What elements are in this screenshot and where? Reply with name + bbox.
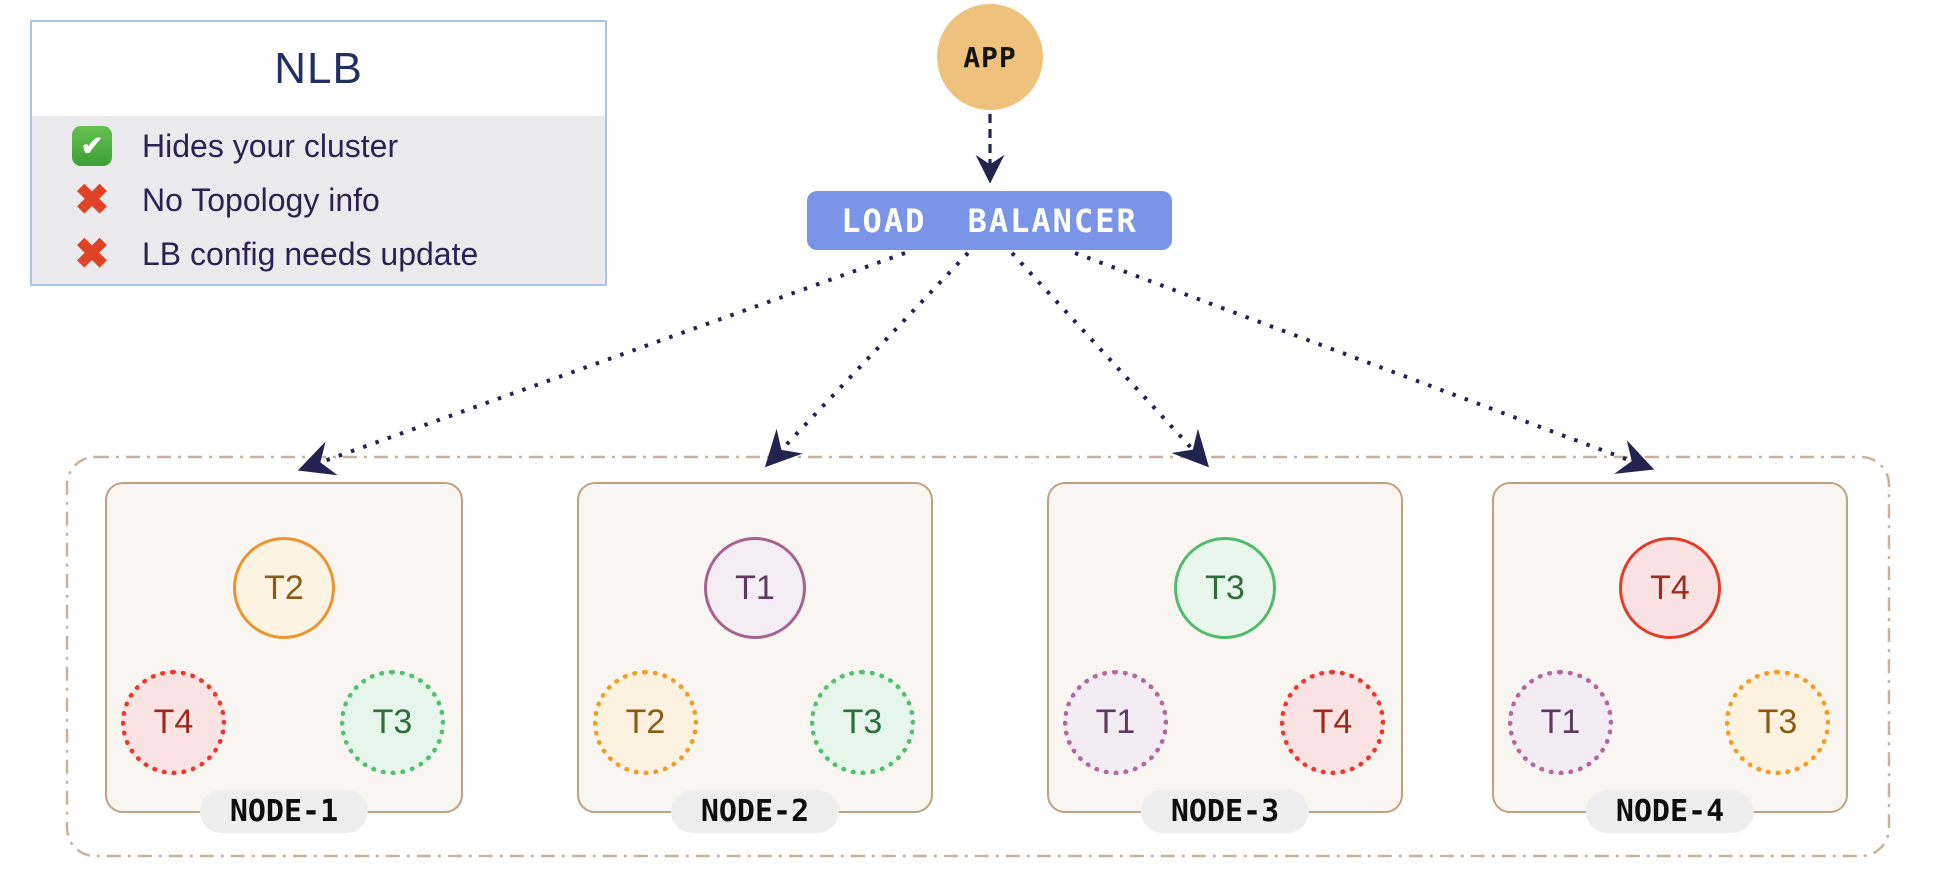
node-label: NODE-3	[1140, 790, 1310, 833]
nlb-card-header: NLB	[32, 22, 605, 116]
node-label: NODE-1	[199, 790, 369, 833]
node-label: NODE-2	[670, 790, 840, 833]
info-item-text: LB config needs update	[142, 235, 479, 272]
list-item: ✖ No Topology info	[32, 173, 605, 227]
arrow-lb-to-node-4	[1074, 251, 1655, 474]
nlb-card-title: NLB	[274, 44, 363, 93]
pod-circle: T4	[1619, 537, 1721, 639]
pod-circle: T3	[1174, 537, 1276, 639]
info-item-text: No Topology info	[142, 181, 380, 218]
pod-circle: T3	[340, 670, 445, 775]
node-box-4: T4 T1 T3 NODE-4	[1492, 482, 1848, 833]
node-box-2: T1 T2 T3 NODE-2	[577, 482, 933, 833]
arrow-lb-to-node-2	[764, 251, 970, 468]
node-box-3: T3 T1 T4 NODE-3	[1047, 482, 1403, 833]
nlb-info-card: NLB ✔ Hides your cluster ✖ No Topology i…	[30, 20, 607, 286]
pod-circle: T3	[810, 670, 915, 775]
pod-circle: T1	[704, 537, 806, 639]
pod-circle: T2	[593, 670, 698, 775]
info-item-text: Hides your cluster	[142, 127, 399, 164]
nlb-card-body: ✔ Hides your cluster ✖ No Topology info …	[32, 116, 605, 284]
app-node: APP	[937, 4, 1043, 110]
pod-circle: T3	[1725, 670, 1830, 775]
load-balancer: LOAD BALANCER	[807, 191, 1172, 250]
list-item: ✖ LB config needs update	[32, 227, 605, 281]
pod-circle: T4	[1280, 670, 1385, 775]
cross-icon: ✖	[74, 176, 110, 223]
pod-circle: T1	[1508, 670, 1613, 775]
node-box-1: T2 T4 T3 NODE-1	[105, 482, 463, 833]
pod-circle: T1	[1063, 670, 1168, 775]
list-item: ✔ Hides your cluster	[32, 119, 605, 173]
pod-circle: T2	[233, 537, 335, 639]
arrow-lb-to-node-3	[1010, 251, 1210, 468]
node-label: NODE-4	[1585, 790, 1755, 833]
pod-circle: T4	[121, 670, 226, 775]
check-icon: ✔	[72, 126, 112, 166]
cross-icon: ✖	[74, 230, 110, 277]
